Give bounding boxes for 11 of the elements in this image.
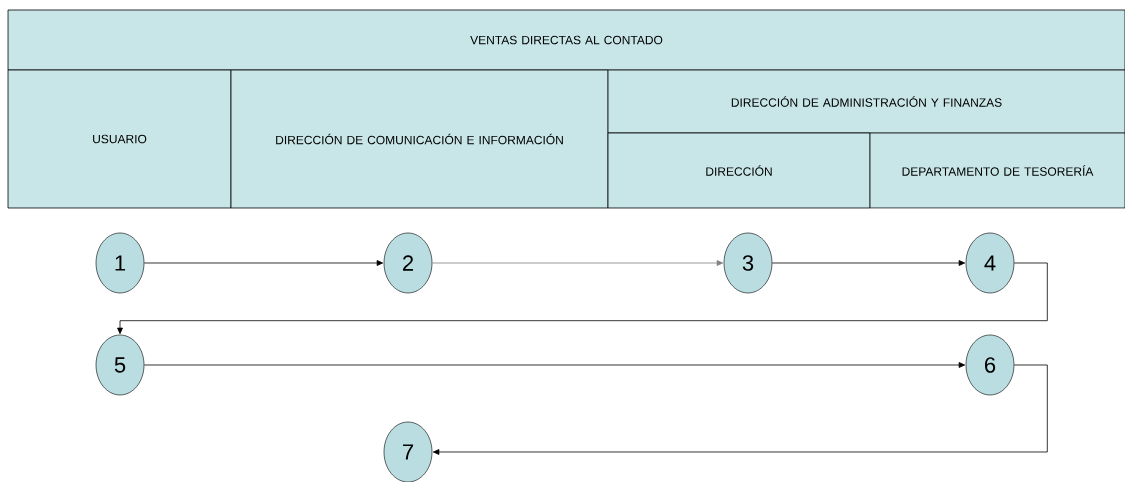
header-cell: DIRECCIÓN [607,132,871,209]
arrow [117,262,1048,335]
arrow [143,362,966,368]
arrow [771,260,966,266]
arrow [432,364,1048,455]
header-cell: DIRECCIÓN DE ADMINISTRACIÓN Y FINANZAS [607,69,1125,134]
header-cell: DEPARTAMENTO DE TESORERÍA [869,132,1125,209]
arrow [143,260,384,266]
node-label: VENTAS DIRECTAS AL CONTADO [470,35,663,45]
header-cell: USUARIO [7,69,232,209]
arrow [431,260,724,266]
